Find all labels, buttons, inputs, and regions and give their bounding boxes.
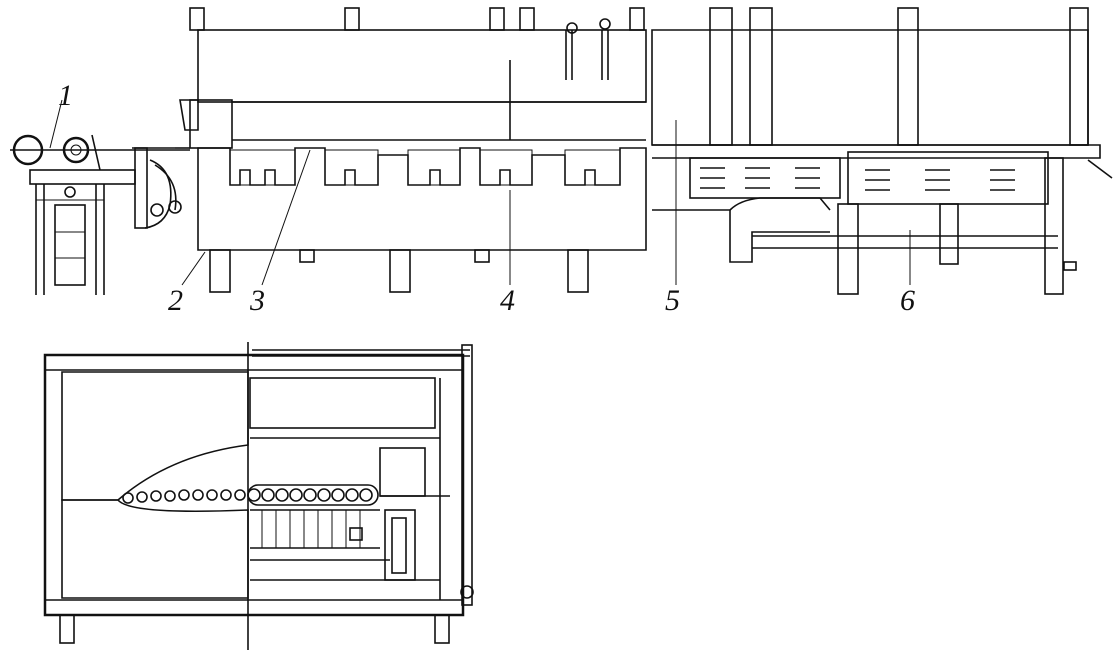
furnace-heating-zone — [179, 7, 647, 293]
inner-chamber-frame — [249, 377, 450, 600]
callout-leaders — [49, 99, 911, 286]
callout-1: 1 — [58, 79, 73, 112]
callout-4: 4 — [500, 284, 515, 317]
roller-row — [122, 484, 379, 506]
callout-6: 6 — [900, 284, 915, 317]
cross-section-view — [43, 342, 474, 650]
callout-2: 2 — [168, 284, 183, 317]
callout-5: 5 — [665, 284, 680, 317]
cooling-section — [651, 7, 1113, 295]
side-elevation-view: 1 2 3 4 5 6 — [10, 7, 1113, 317]
callout-3: 3 — [249, 284, 265, 317]
feed-unwinder-unit — [10, 134, 190, 295]
burner-manifold — [132, 147, 190, 229]
